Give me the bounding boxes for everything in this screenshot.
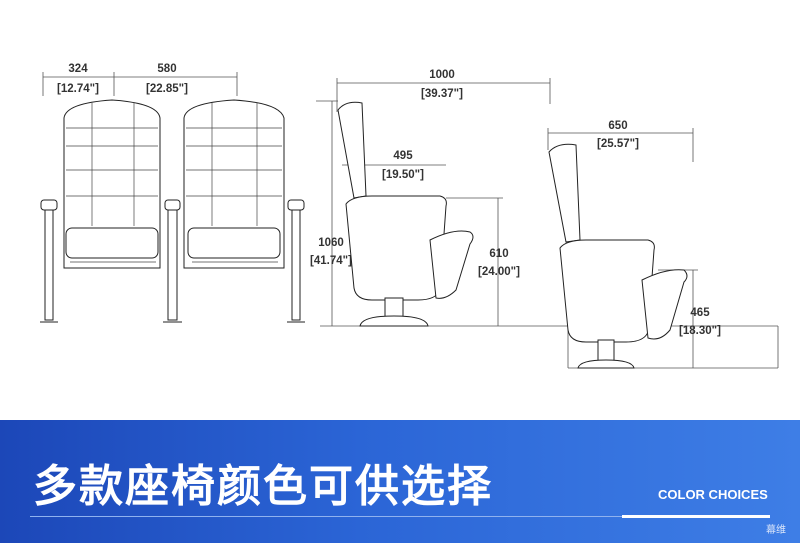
dim-324-mm: 324 (68, 63, 88, 75)
dim-1060-inch: [41.74"] (310, 255, 352, 267)
banner-divider (30, 516, 770, 517)
dim-1000-inch: [39.37"] (421, 88, 463, 100)
banner-title: 多款座椅颜色可供选择 (33, 461, 493, 512)
side-dimension-lines (316, 78, 778, 327)
dim-650-inch: [25.57"] (597, 138, 639, 150)
dim-650-mm: 650 (608, 120, 627, 132)
dim-495-inch: [19.50"] (382, 169, 424, 181)
dim-465-mm: 465 (690, 307, 710, 319)
banner-subtitle: COLOR CHOICES (658, 487, 768, 502)
dim-324-inch: [12.74"] (57, 83, 99, 95)
front-view: 324 [12.74"] 580 [22.85"] (40, 63, 305, 323)
front-armrests (40, 199, 305, 323)
dim-465-inch: [18.30"] (679, 325, 721, 337)
front-top-dimension-lines (42, 72, 238, 96)
dim-580-mm: 580 (157, 63, 176, 75)
dim-1000-mm: 1000 (429, 69, 455, 81)
dim-610-inch: [24.00"] (478, 266, 520, 278)
side-chair (337, 101, 474, 327)
banner-divider-accent (622, 515, 770, 518)
chair-dimension-drawing: 324 [12.74"] 580 [22.85"] (40, 63, 779, 369)
folded-chair (548, 143, 688, 369)
dim-1060-mm: 1060 (318, 237, 344, 249)
front-chair-right (183, 99, 285, 269)
banner-watermark: 幕维 (766, 525, 786, 536)
color-choices-banner: 多款座椅颜色可供选择 COLOR CHOICES 幕维 (0, 420, 800, 543)
dim-580-inch: [22.85"] (146, 83, 188, 95)
folded-view: 650 [25.57"] 465 [18.30"] (547, 120, 779, 369)
dim-495-mm: 495 (393, 150, 413, 162)
dim-610-mm: 610 (489, 248, 508, 260)
side-view: 1000 [39.37"] 495 [19.50"] 1060 [41.74"]… (310, 69, 778, 327)
front-chair-left (63, 99, 161, 269)
